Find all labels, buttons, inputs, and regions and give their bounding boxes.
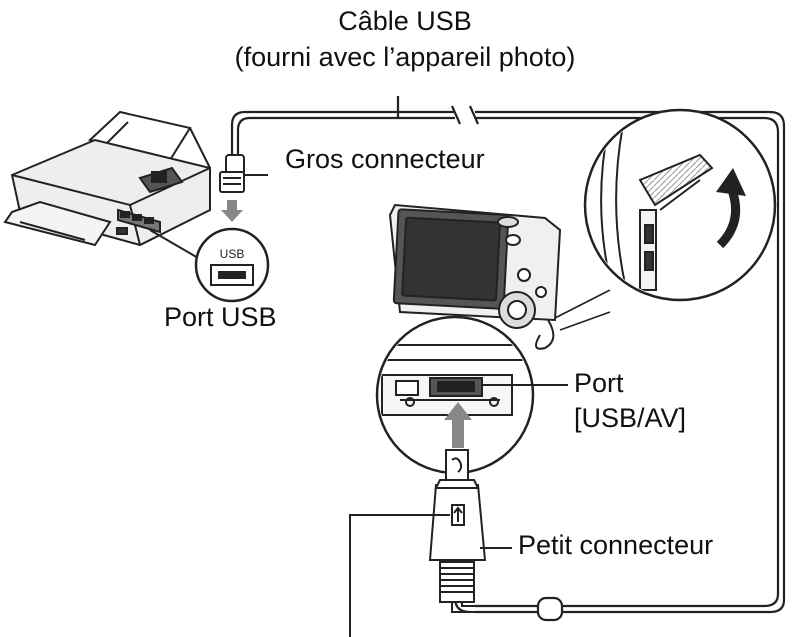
camera-port-label-line2: [USB/AV] bbox=[574, 403, 687, 433]
small-usb-connector bbox=[428, 449, 487, 613]
camera-side-cover-detail bbox=[583, 108, 777, 302]
large-connector-label: Gros connecteur bbox=[285, 144, 485, 174]
small-connector-label: Petit connecteur bbox=[518, 530, 714, 560]
large-usb-connector bbox=[219, 154, 268, 222]
camera-illustration bbox=[388, 203, 562, 350]
cable-label-line1: Câble USB bbox=[338, 6, 472, 36]
port-usb-mark: USB bbox=[220, 247, 245, 261]
printer-illustration bbox=[3, 110, 211, 247]
printer-port-detail: USB bbox=[194, 227, 270, 303]
cable-label-line2: (fourni avec l’appareil photo) bbox=[234, 42, 576, 72]
camera-port-detail bbox=[375, 315, 535, 475]
arrow-mark-leader bbox=[349, 514, 450, 637]
printer-port-label: Port USB bbox=[164, 302, 277, 332]
camera-port-label-line1: Port bbox=[574, 368, 624, 398]
usb-cable bbox=[230, 96, 786, 622]
